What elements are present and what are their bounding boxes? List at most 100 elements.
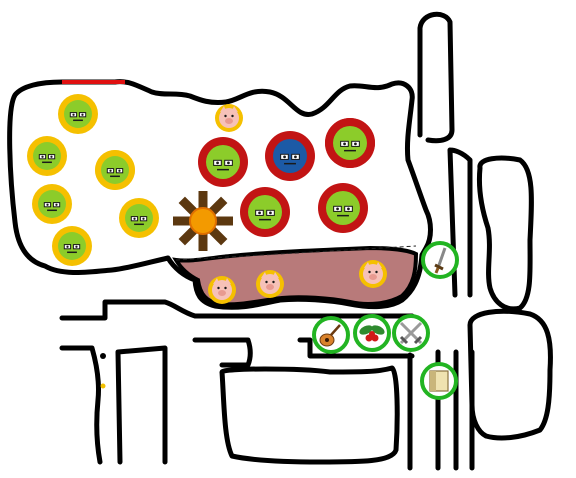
dagger-blade xyxy=(436,247,447,269)
goblin-token-yellow[interactable] xyxy=(32,184,72,224)
goblin-token-red[interactable] xyxy=(318,183,368,233)
pig-snout xyxy=(225,118,233,124)
pig-snout xyxy=(266,284,274,290)
pig-eye xyxy=(224,114,227,118)
pig-token[interactable] xyxy=(256,270,284,298)
pig-ear xyxy=(232,106,238,112)
goblin-face xyxy=(38,190,66,218)
goblin-token-red[interactable] xyxy=(198,137,248,187)
pupil-left xyxy=(133,217,136,220)
pupil-right xyxy=(347,207,350,211)
scroll-roll xyxy=(430,371,436,391)
pupil-right xyxy=(354,142,357,146)
pupil-left xyxy=(216,161,219,165)
pupil-left xyxy=(109,169,112,172)
pupil-right xyxy=(118,169,121,172)
pupil-left xyxy=(258,211,261,215)
guitar-hole xyxy=(325,338,329,342)
goblin-face xyxy=(206,145,240,179)
goblin-face xyxy=(248,195,282,229)
central-south-room xyxy=(219,365,400,465)
pupil-left xyxy=(66,245,69,248)
goblin-face xyxy=(125,204,153,232)
pig-ear xyxy=(376,262,382,268)
goblin-token-red[interactable] xyxy=(240,187,290,237)
sword-guard xyxy=(399,335,409,345)
pupil-right xyxy=(294,155,297,159)
pig-ear xyxy=(225,278,231,284)
goblin-face xyxy=(101,156,129,184)
pupil-right xyxy=(142,217,145,220)
map-walls xyxy=(7,11,553,471)
pig-eye xyxy=(375,270,378,274)
pupil-right xyxy=(55,203,58,206)
holly-icon[interactable] xyxy=(353,314,391,352)
holly-leaf xyxy=(359,325,373,335)
pig-eye xyxy=(217,286,220,290)
goblin-face xyxy=(273,139,307,173)
scroll-icon[interactable] xyxy=(420,362,458,400)
dagger-handle xyxy=(434,267,440,274)
goblin-face xyxy=(33,142,61,170)
pig-ear xyxy=(273,272,279,278)
middle-passage xyxy=(297,313,415,359)
pupil-left xyxy=(343,142,346,146)
ledge-platform xyxy=(172,245,419,307)
door-marker-dot xyxy=(100,383,106,389)
pupil-left xyxy=(72,113,75,116)
pupil-right xyxy=(50,155,53,158)
crossed-swords-icon[interactable] xyxy=(392,314,430,352)
pupil-right xyxy=(269,211,272,215)
south-corridor xyxy=(407,349,475,471)
goblin-face xyxy=(326,191,360,225)
pig-eye xyxy=(272,280,275,284)
goblin-face xyxy=(333,126,367,160)
creature-tokens xyxy=(27,94,387,304)
goblin-token-yellow[interactable] xyxy=(27,136,67,176)
pupil-left xyxy=(283,155,286,159)
guitar-neck xyxy=(330,324,341,336)
dagger-icon[interactable] xyxy=(421,241,459,279)
pig-ear xyxy=(364,262,370,268)
goblin-token-red[interactable] xyxy=(325,118,375,168)
pupil-right xyxy=(75,245,78,248)
dagger-guard xyxy=(434,263,444,271)
main-cave-room xyxy=(7,79,433,310)
pig-eye xyxy=(265,280,268,284)
holly-leaf xyxy=(371,325,385,335)
pig-eye xyxy=(224,286,227,290)
guitar-icon[interactable] xyxy=(312,316,350,354)
pig-token[interactable] xyxy=(208,276,236,304)
goblin-token-yellow[interactable] xyxy=(58,94,98,134)
pig-eye xyxy=(368,270,371,274)
pig-snout xyxy=(369,274,377,280)
pupil-right xyxy=(227,161,230,165)
door-marker-dot xyxy=(100,353,106,359)
pig-token[interactable] xyxy=(215,104,243,132)
southeast-room xyxy=(467,308,553,441)
sun-token[interactable] xyxy=(173,191,233,251)
item-markers xyxy=(312,241,459,400)
goblin-token-yellow[interactable] xyxy=(119,198,159,238)
north-corridor xyxy=(417,11,455,144)
goblin-token-yellow[interactable] xyxy=(95,150,135,190)
pig-token[interactable] xyxy=(359,260,387,288)
pig-ear xyxy=(213,278,219,284)
pig-ear xyxy=(261,272,267,278)
goblin-face xyxy=(64,100,92,128)
pig-eye xyxy=(231,114,234,118)
pupil-left xyxy=(46,203,49,206)
east-room xyxy=(477,155,534,312)
holly-berry xyxy=(369,331,375,337)
ledge-edge-dashed xyxy=(175,245,417,261)
pig-ear xyxy=(220,106,226,112)
southwest-building xyxy=(59,299,303,465)
pig-snout xyxy=(218,290,226,296)
goblin-token-yellow[interactable] xyxy=(52,226,92,266)
blue-goblin-token[interactable] xyxy=(265,131,315,181)
pupil-left xyxy=(336,207,339,211)
pupil-left xyxy=(41,155,44,158)
goblin-face xyxy=(58,232,86,260)
sun-core xyxy=(189,207,217,235)
